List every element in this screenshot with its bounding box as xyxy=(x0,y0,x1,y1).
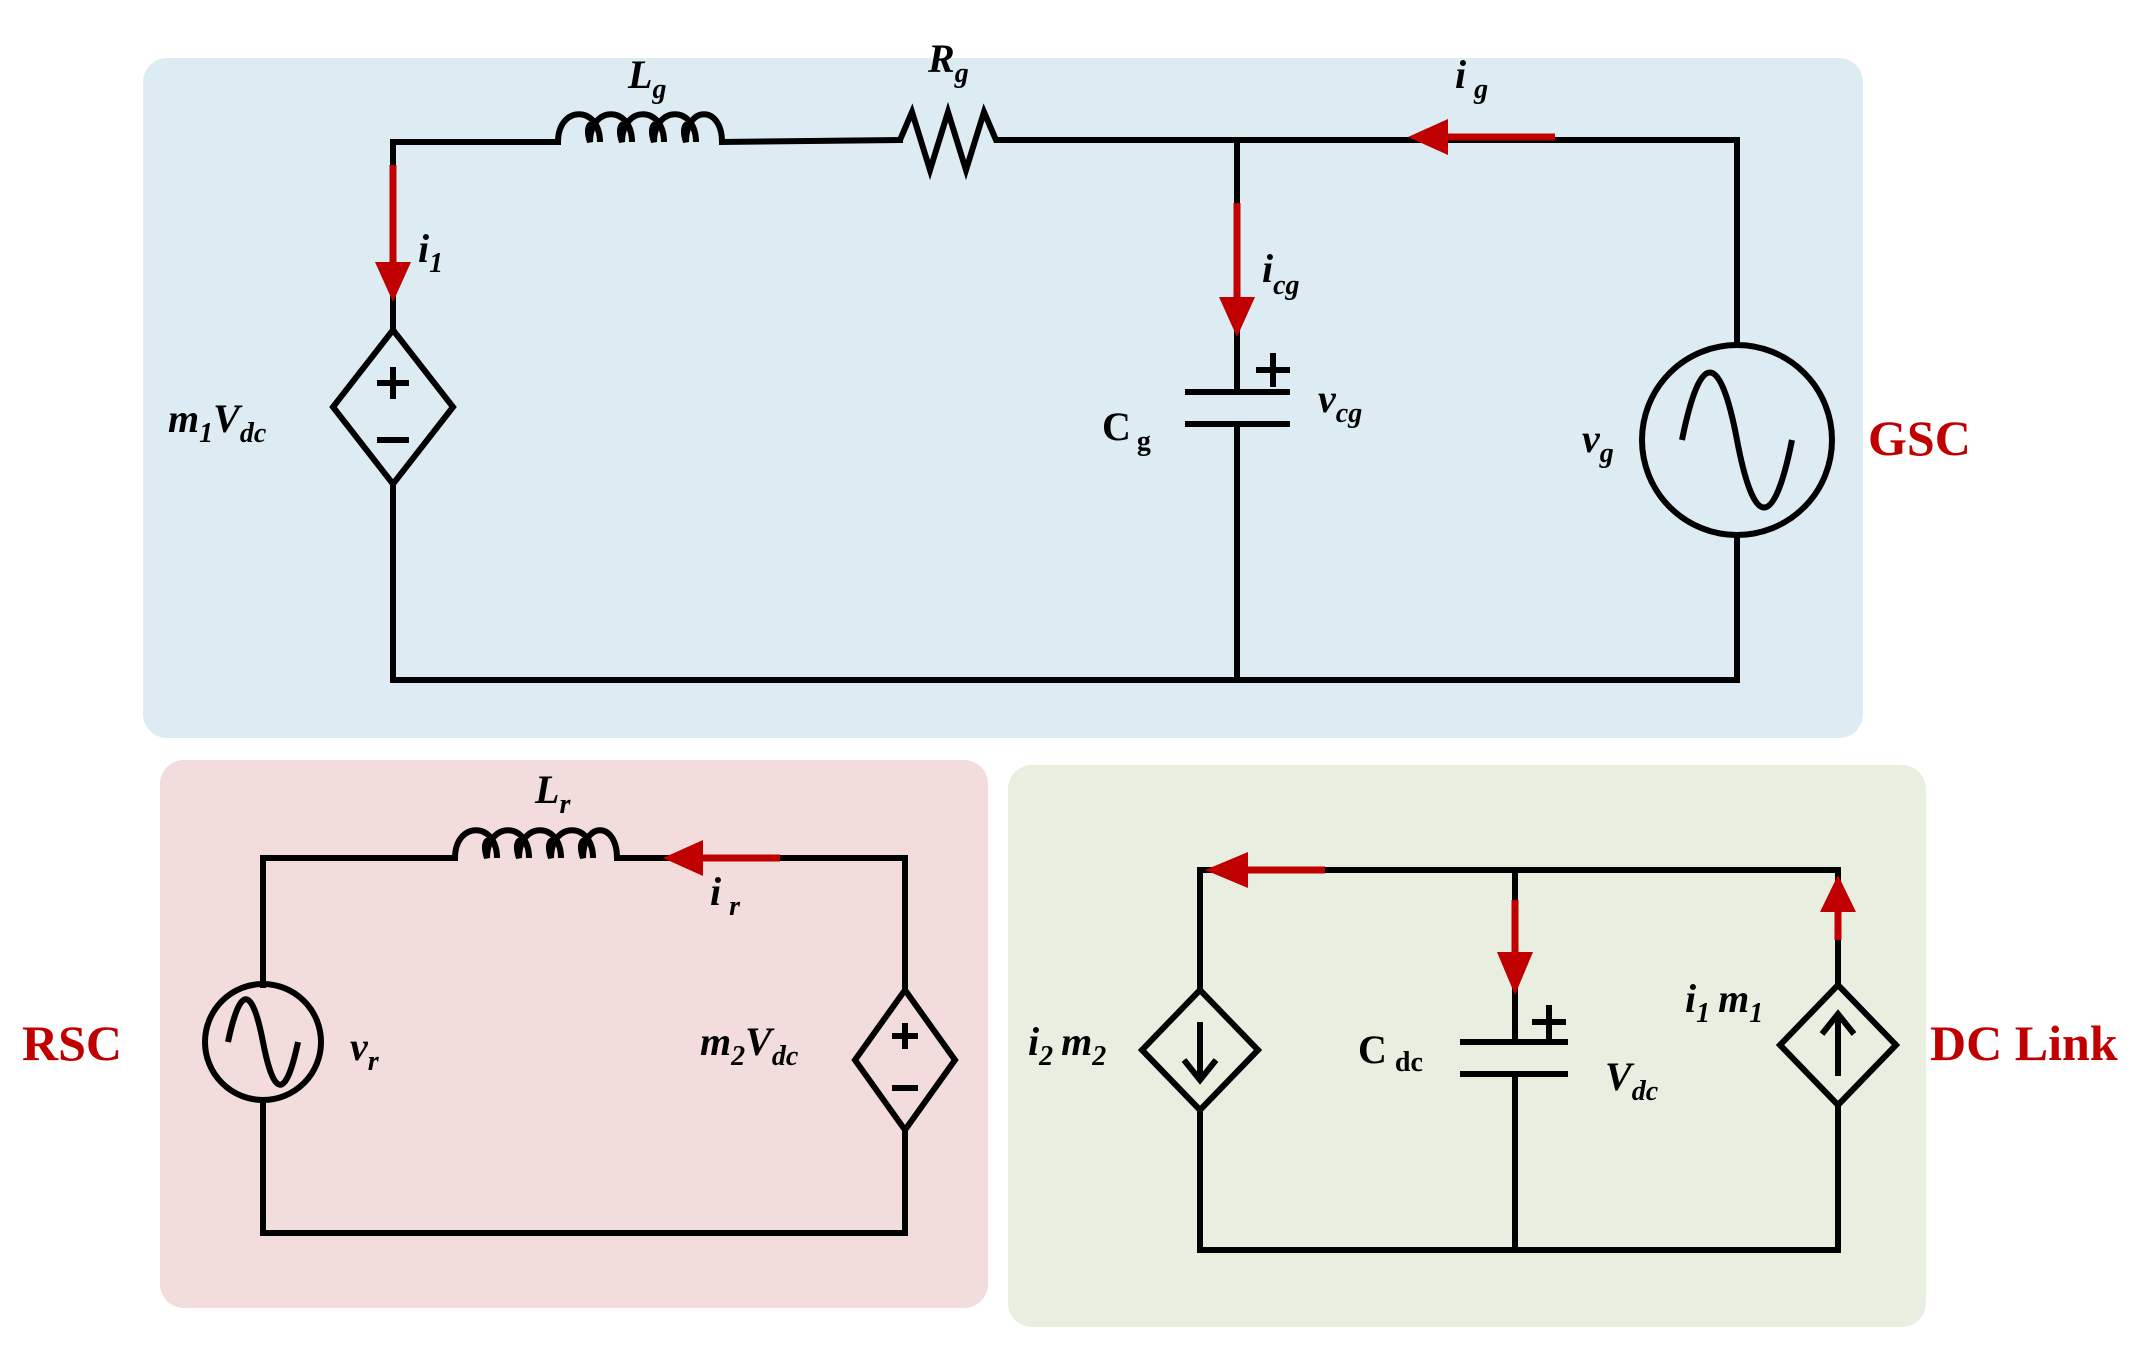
gsc-current-ig-arrow xyxy=(1408,119,1555,155)
gsc-section-label: GSC xyxy=(1868,410,1971,466)
rsc-ac-source-icon xyxy=(202,981,324,1103)
gsc-ac-source-icon xyxy=(1639,342,1835,538)
gsc-wire-inductor-resistor xyxy=(718,136,904,146)
gsc-conv-source-label: m1Vdc xyxy=(168,396,267,449)
rsc-inductor xyxy=(452,827,620,859)
gsc-inductor-label: Lg xyxy=(627,52,666,105)
dc-capacitor-current-arrow xyxy=(1497,900,1533,995)
gsc-wire-top-right xyxy=(1005,137,1740,348)
dc-section-label: DC Link xyxy=(1930,1015,2118,1071)
rsc-inductor-label: Lr xyxy=(534,767,571,820)
dc-wire-bottom xyxy=(1197,1102,1841,1253)
rsc-panel xyxy=(160,760,988,1308)
rsc-conv-source-label: m2Vdc xyxy=(700,1019,799,1072)
gsc-wire-left-lower xyxy=(390,481,1740,683)
gsc-capacitor-plus-icon xyxy=(1256,353,1290,387)
gsc-cap-current-label: icg xyxy=(1262,246,1300,301)
gsc-cap-voltage-label: vcg xyxy=(1318,376,1362,429)
gsc-panel xyxy=(143,58,1863,738)
gsc-current-icg-arrow xyxy=(1219,203,1255,337)
rsc-section-label: RSC xyxy=(22,1015,122,1071)
gsc-current-i1-arrow xyxy=(375,165,411,302)
gsc-dependent-voltage-source xyxy=(329,325,457,489)
dc-voltage-label: Vdc xyxy=(1605,1054,1659,1107)
dc-top-left-arrow xyxy=(1205,852,1325,888)
rsc-voltage-label: vr xyxy=(350,1024,380,1077)
dc-capacitor-plus-icon xyxy=(1532,1005,1566,1039)
dc-left-current-source xyxy=(1137,985,1263,1115)
gsc-resistor xyxy=(897,101,1008,181)
dc-link-panel xyxy=(1008,765,1926,1327)
rsc-current-ir-arrow xyxy=(663,840,780,876)
rsc-dependent-voltage-source xyxy=(851,984,959,1136)
gsc-inductor xyxy=(555,111,725,143)
dc-right-current-arrow xyxy=(1820,875,1856,940)
gsc-grid-voltage-label: vg xyxy=(1582,416,1614,469)
rsc-wire-left xyxy=(260,855,458,988)
dc-right-current-source xyxy=(1775,980,1901,1110)
gsc-resistor-label: Rg xyxy=(927,36,969,89)
gsc-conv-current-label: i1 xyxy=(418,226,443,279)
rsc-wire-bottom xyxy=(260,1097,908,1236)
